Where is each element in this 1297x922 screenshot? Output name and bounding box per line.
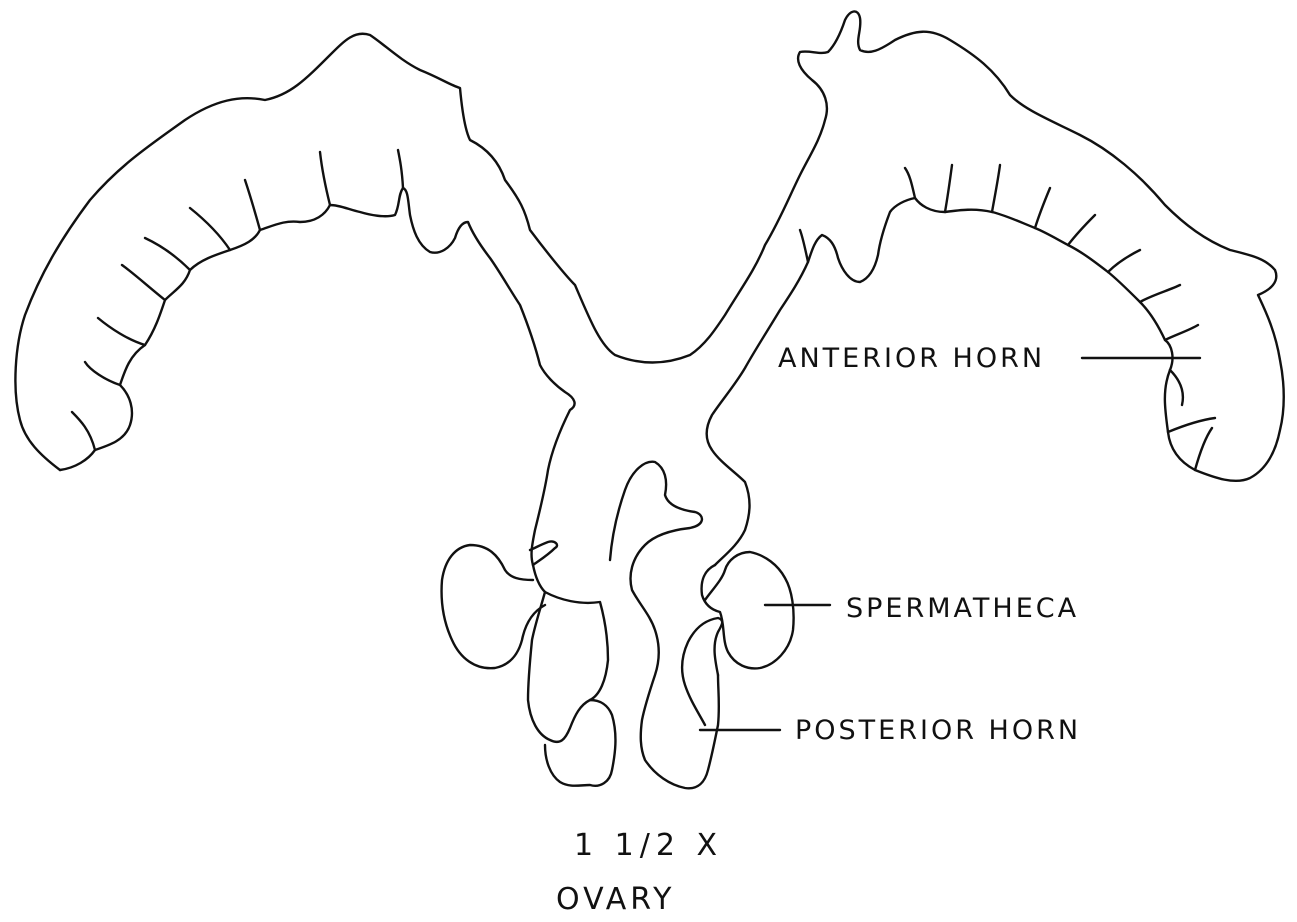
figure-caption: OVARY xyxy=(556,885,675,915)
anterior-horn-label: ANTERIOR HORN xyxy=(778,345,1045,372)
spermatheca-label: SPERMATHECA xyxy=(846,595,1079,622)
magnification-label: 1 1/2 X xyxy=(574,831,723,861)
posterior-horn-label: POSTERIOR HORN xyxy=(795,717,1081,744)
